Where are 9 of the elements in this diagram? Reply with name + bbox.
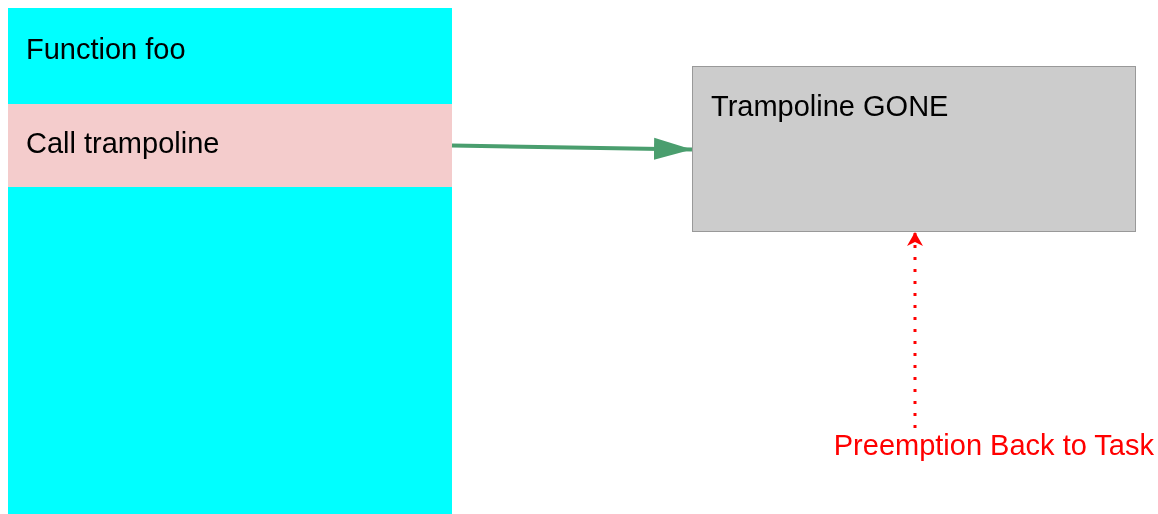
function-block bbox=[8, 8, 452, 514]
annotation-text: Preemption Back to Task bbox=[833, 428, 1154, 463]
node-label: Trampoline GONE bbox=[711, 89, 949, 124]
arrow bbox=[907, 232, 923, 428]
trampoline-box bbox=[692, 66, 1136, 232]
node-label: Call trampoline bbox=[26, 126, 220, 161]
arrow bbox=[451, 137, 693, 160]
node-label: Function foo bbox=[26, 32, 186, 67]
call-band bbox=[8, 104, 452, 187]
